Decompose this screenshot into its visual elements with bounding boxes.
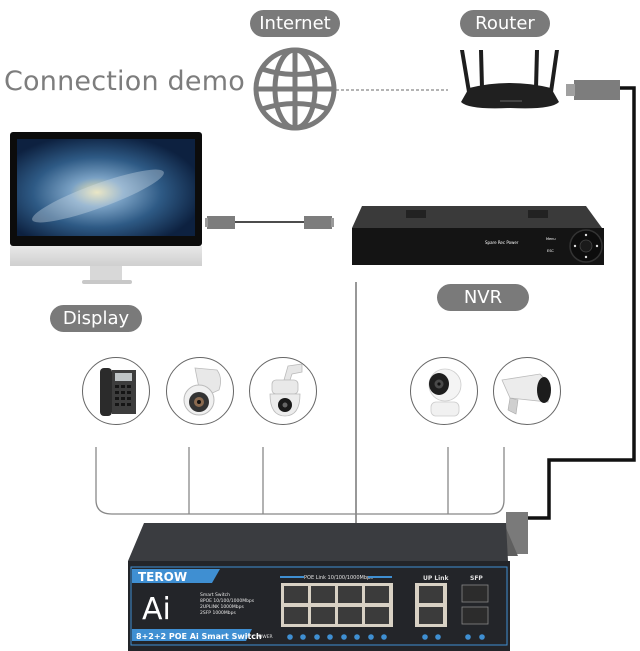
diagram-title: Connection demo [4, 66, 245, 97]
dome-camera-device [166, 357, 234, 425]
device-bus [95, 447, 505, 515]
sfp-header: SFP [470, 575, 483, 582]
internet-label: Internet [250, 10, 340, 37]
brand-tab [132, 569, 220, 583]
poe-header: POE Link 10/100/1000Mbps [304, 575, 373, 581]
port-led-6 [354, 634, 360, 640]
nvr-icon: Spare Rec Power Menu ESC [352, 206, 604, 265]
spec-line-2: 8POE 10/100/1000Mbps [200, 598, 255, 604]
display-cable-plug-right [304, 216, 332, 229]
model-tab [132, 629, 252, 641]
port-led-4 [327, 634, 333, 640]
port-led-2 [300, 634, 306, 640]
port-led-9 [422, 634, 428, 640]
port-led-10 [435, 634, 441, 640]
port-led-8 [381, 634, 387, 640]
sfp-port-2 [461, 606, 489, 625]
poe-port-5 [284, 607, 308, 624]
ip-phone-device [82, 357, 150, 425]
ptz-camera-device [249, 357, 317, 425]
router-cable-plug [574, 80, 620, 100]
port-led-12 [479, 634, 485, 640]
uplink-port-1 [419, 586, 443, 603]
globe-icon [253, 47, 337, 131]
port-led-11 [465, 634, 471, 640]
monitor-icon [10, 132, 202, 284]
nvr-label: NVR [437, 284, 529, 311]
nvr-indicators: Spare Rec Power [485, 240, 519, 245]
spec-line-4: 2SFP 1000Mbps [200, 610, 236, 616]
ptz-camera-icon [269, 363, 303, 417]
port-led-3 [314, 634, 320, 640]
indoor-camera-icon [428, 368, 462, 417]
bullet-camera-icon [501, 373, 551, 415]
brand-label: TEROW [138, 570, 187, 584]
port-led-5 [341, 634, 347, 640]
uplink-header: UP Link [423, 575, 450, 582]
poe-port-7 [338, 607, 362, 624]
router-icon [460, 50, 559, 109]
dome-camera-icon [183, 367, 221, 416]
port-led-1 [287, 634, 293, 640]
router-uplink-cable [525, 86, 636, 520]
ai-logo: Ai [142, 592, 171, 627]
port-led-7 [368, 634, 374, 640]
display-label: Display [50, 305, 142, 332]
bullet-camera-device [493, 357, 561, 425]
model-label: 8+2+2 POE Ai Smart Switch [136, 632, 262, 641]
poe-port-6 [311, 607, 335, 624]
poe-port-8 [365, 607, 389, 624]
uplink-port-2 [419, 607, 443, 624]
poe-port-1 [284, 586, 308, 603]
power-label: POWER [256, 634, 273, 640]
display-cable-plug-left [207, 216, 235, 229]
nvr-menu-label: Menu [546, 237, 556, 241]
router-label: Router [460, 10, 550, 37]
spec-line-1: Smart Switch [200, 592, 230, 598]
ip-phone-icon [100, 368, 136, 416]
indoor-camera-device [410, 357, 478, 425]
nvr-esc-label: ESC [547, 249, 554, 253]
spec-line-3: 2UPLINK 1000Mbps [200, 604, 244, 610]
poe-port-4 [365, 586, 389, 603]
sfp-port-1 [461, 584, 489, 603]
poe-switch: TEROW Ai Smart Switch 8POE 10/100/1000Mb… [128, 523, 510, 651]
poe-port-2 [311, 586, 335, 603]
poe-port-3 [338, 586, 362, 603]
